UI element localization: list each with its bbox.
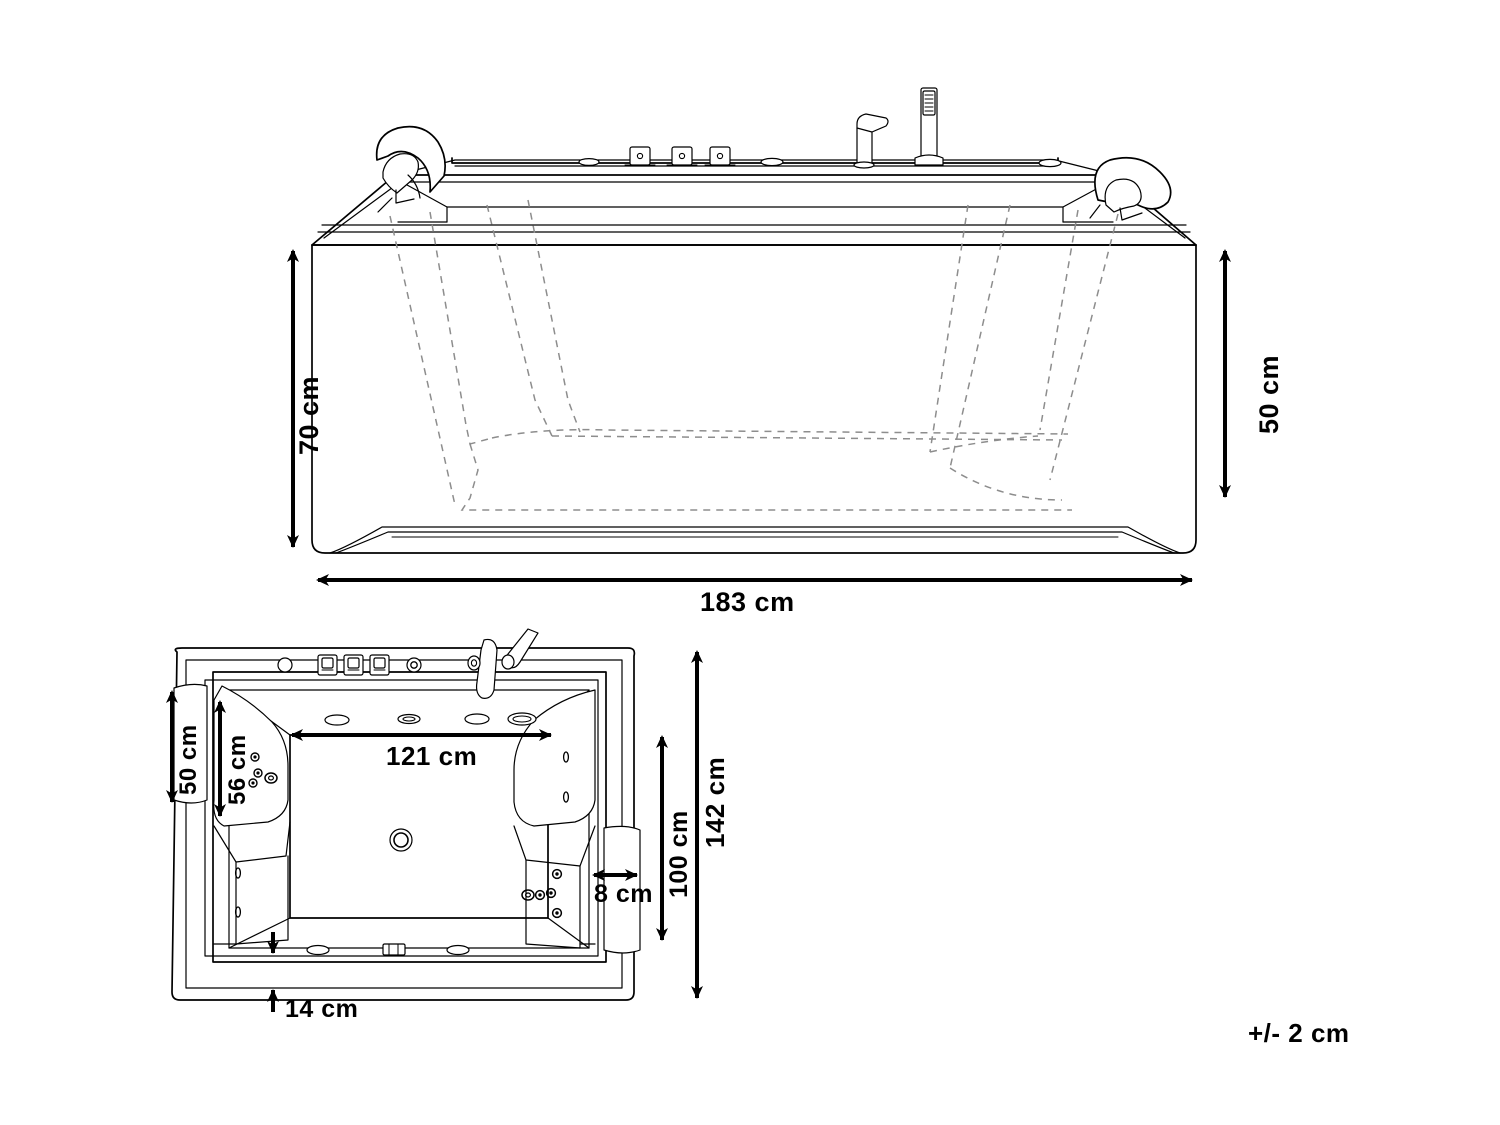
label-basin-121cm: 121 cm (386, 741, 478, 771)
front-faucet (853, 113, 889, 169)
front-view-dimensions (287, 249, 1231, 586)
label-rim-14cm: 14 cm (285, 995, 359, 1023)
label-overall-142cm: 142 cm (700, 756, 730, 848)
top-rim-controls (277, 628, 539, 699)
front-hidden-lines (389, 199, 1119, 511)
front-hand-shower (914, 87, 944, 166)
right-seat (513, 689, 596, 949)
label-seat-56cm: 56 cm (224, 734, 251, 805)
center-drain (389, 828, 413, 852)
label-seat-50cm: 50 cm (175, 724, 202, 795)
label-length-183cm: 183 cm (700, 587, 795, 617)
left-seat (213, 685, 291, 945)
headrest-left-front (375, 125, 446, 213)
tolerance-note: +/- 2 cm (1248, 1018, 1350, 1048)
overflow-fitting (382, 943, 406, 956)
front-elevation-geometry (311, 87, 1197, 554)
headrest-right-front (1089, 156, 1172, 221)
label-armrest-8cm: 8 cm (594, 880, 653, 908)
label-height-50cm: 50 cm (1254, 354, 1284, 434)
top-plan-geometry (171, 628, 641, 1001)
label-height-70cm: 70 cm (294, 375, 324, 455)
front-control-buttons (624, 146, 736, 166)
label-basin-100cm: 100 cm (665, 810, 693, 898)
top-view-dimensions (166, 650, 703, 1012)
